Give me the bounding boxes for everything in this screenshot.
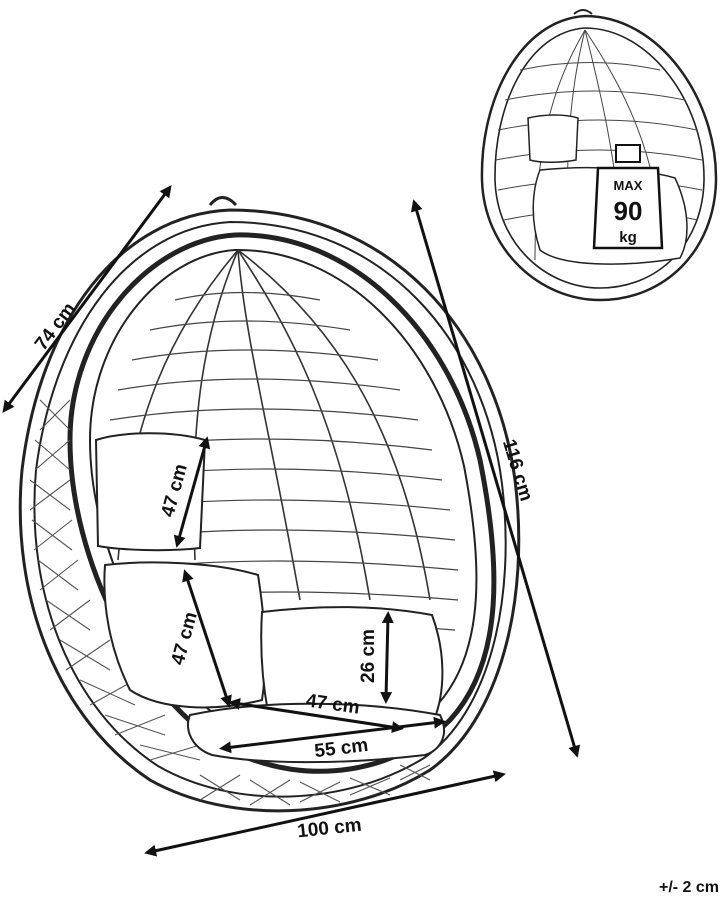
thumbnail-pillow: [527, 114, 579, 163]
width-line: [144, 770, 506, 857]
max-label: MAX: [614, 178, 643, 193]
thumbnail-shell: [480, 14, 718, 302]
dimension-lines: [2, 185, 581, 857]
cushion-height-label: 26 cm: [358, 629, 379, 683]
thumbnail-shell-inner: [494, 27, 705, 289]
seat-back-line: [182, 569, 232, 708]
seat-width-line: [219, 716, 446, 754]
max-load-unit: kg: [619, 229, 637, 246]
hanging-loop: [208, 196, 238, 207]
back-pillow: [94, 432, 207, 552]
height-line: [410, 199, 581, 758]
max-load-value: 90: [614, 196, 643, 226]
egg-chair-thumbnail: MAX 90 kg: [480, 9, 718, 302]
tolerance-note: +/- 2 cm: [658, 879, 719, 896]
pillow-height-line: [173, 436, 211, 548]
max-load-weight-icon: [592, 144, 664, 250]
cushion-height-line: [380, 611, 394, 704]
depth-line: [2, 185, 172, 413]
thumbnail-hanging-loop: [573, 9, 593, 15]
